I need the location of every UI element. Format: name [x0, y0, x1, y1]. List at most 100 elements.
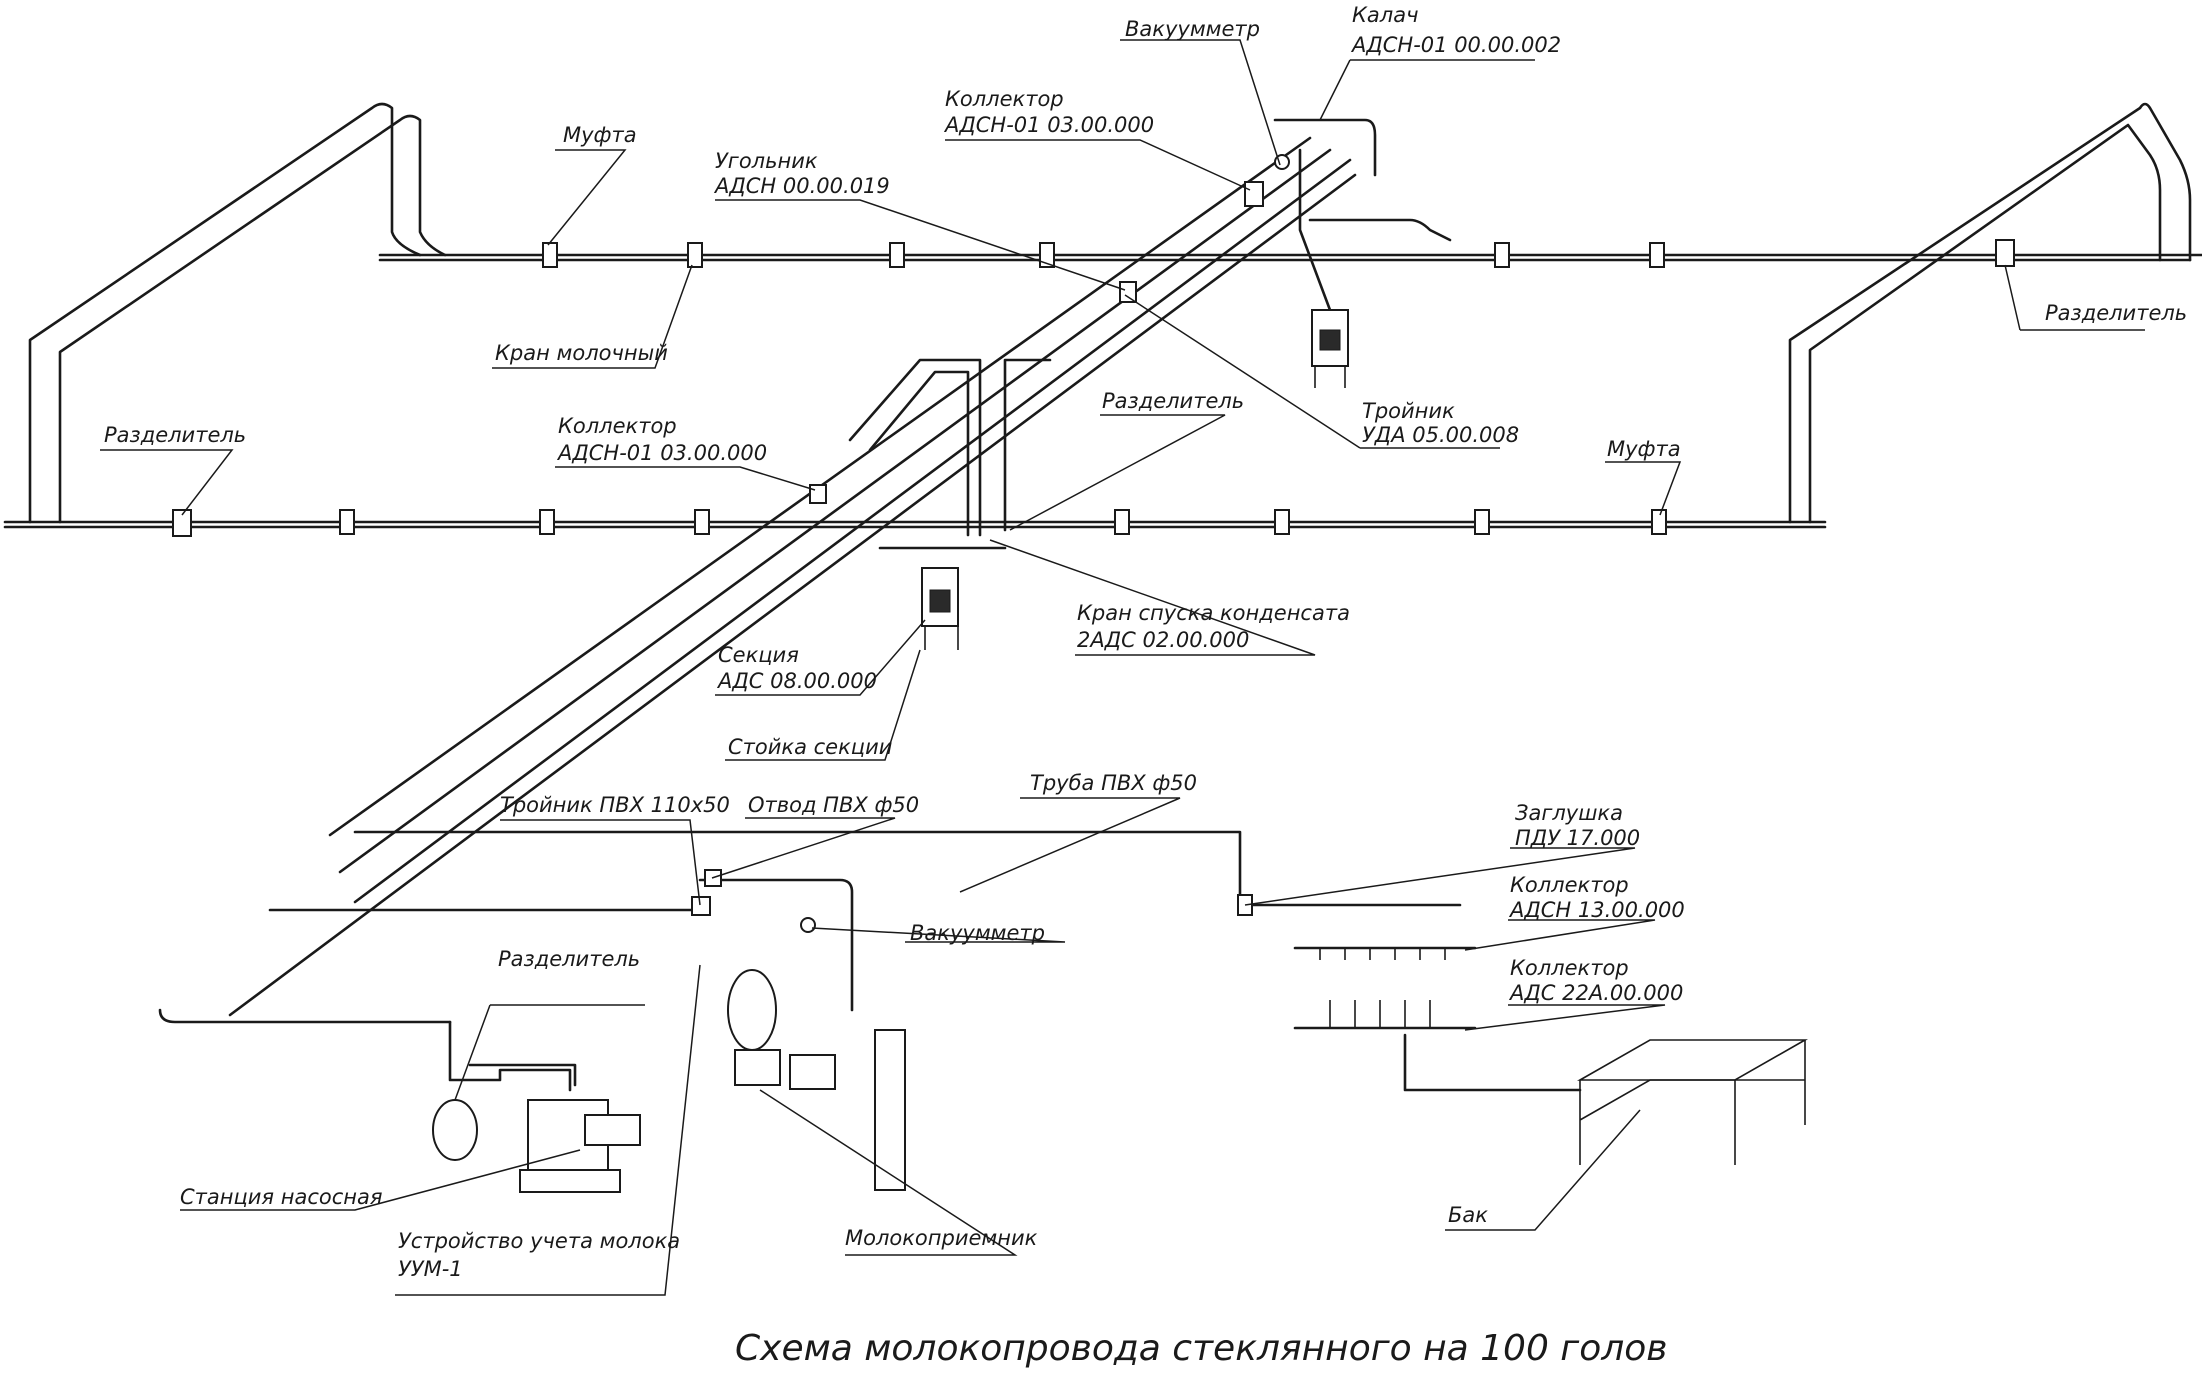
- leader-sekciya: [715, 619, 926, 696]
- vacuum-regulator-column: [874, 1029, 906, 1191]
- label-collector-b2-code: АДС 22А.00.000: [1508, 981, 1683, 1005]
- upper-section-riser: [1298, 148, 1332, 312]
- diagonal-pipe-4: [228, 173, 1357, 1017]
- leader-mufta-top: [547, 149, 627, 246]
- left-loop-outer: [28, 102, 422, 524]
- leader-ugolnik: [715, 199, 1126, 291]
- label-ustroystvo: Устройство учета молока: [398, 1229, 680, 1253]
- collector-mid-fitting: [809, 484, 827, 504]
- pvc-tee-fitting: [691, 896, 711, 916]
- label-kalach-code: АДСН-01 00.00.002: [1350, 33, 1561, 57]
- leader-collector-b2: [1464, 1004, 1666, 1031]
- leader-razdelitel-mid: [1009, 414, 1226, 531]
- left-loop-inner: [58, 114, 447, 524]
- diagonal-pipe-2: [338, 148, 1332, 874]
- tank: [1576, 1039, 1809, 1165]
- leader-mufta-right: [1605, 461, 1682, 516]
- label-kran-spuska-code: 2АДС 02.00.000: [1077, 628, 1249, 652]
- upper-section-header: [1308, 218, 1452, 242]
- leader-kalach: [1319, 59, 1535, 121]
- label-collector-b1: Коллектор: [1510, 873, 1629, 897]
- vacuum-gauge-bottom: [800, 917, 816, 933]
- tank-feed-pipe: [1403, 1033, 1582, 1092]
- label-kran-spuska: Кран спуска конденсата: [1077, 601, 1350, 625]
- section-stand: [924, 626, 959, 650]
- tank-frame: [1579, 1040, 1806, 1165]
- labels: Вакуумметр Калач АДСН-01 00.00.002 Колле…: [104, 3, 2187, 1281]
- label-razdelitel-bottom: Разделитель: [498, 947, 640, 971]
- leader-kran-molochny: [492, 264, 693, 369]
- label-truba-pvh: Труба ПВХ ф50: [1030, 771, 1197, 795]
- label-collector-mid: Коллектор: [558, 414, 677, 438]
- label-ustroystvo-code: УУМ-1: [398, 1257, 463, 1281]
- pvc-elbow-line: [698, 878, 854, 1012]
- leader-molokopriemnik: [759, 1089, 1018, 1256]
- mufta-fitting-right: [1651, 509, 1667, 535]
- label-bak: Бак: [1448, 1203, 1488, 1227]
- label-kran-molochny: Кран молочный: [495, 341, 668, 365]
- lower-valve-fitting-2: [539, 509, 555, 535]
- milk-meter-base: [519, 1169, 621, 1193]
- lower-valve-fitting-5: [1274, 509, 1290, 535]
- label-sekciya-code: АДС 08.00.000: [716, 669, 877, 693]
- label-razdelitel-mid: Разделитель: [1102, 389, 1244, 413]
- label-collector-top: Коллектор: [945, 87, 1064, 111]
- collector-top-fitting: [1244, 181, 1264, 207]
- leader-razdelitel-right: [2004, 264, 2145, 331]
- label-zaglushka-code: ПДУ 17.000: [1515, 826, 1640, 850]
- leader-stoyka: [725, 649, 921, 761]
- label-mufta-right: Муфта: [1607, 437, 1681, 461]
- diagonal-pipe-3: [353, 158, 1352, 904]
- lower-valve-fitting-1: [339, 509, 355, 535]
- label-razdelitel-right: Разделитель: [2045, 301, 2187, 325]
- leader-truba-pvh: [959, 797, 1181, 893]
- label-stoyka: Стойка секции: [728, 735, 892, 759]
- leader-troynik-pvh: [500, 819, 701, 906]
- pump-station-piping-2: [468, 1063, 577, 1087]
- label-ugolnik-code: АДСН 00.00.019: [713, 174, 890, 198]
- leader-ustroystvo: [395, 964, 701, 1296]
- label-stanciya: Станция насосная: [180, 1185, 383, 1209]
- right-loop-outer: [1788, 102, 2192, 524]
- milk-valve-fitting-2: [889, 242, 905, 268]
- leader-stanciya: [180, 1149, 581, 1211]
- separator-fitting-left: [172, 509, 192, 537]
- leader-bak: [1445, 1109, 1641, 1231]
- kalach-loop: [1273, 118, 1377, 177]
- pump-station: [432, 1099, 641, 1193]
- label-zaglushka: Заглушка: [1515, 801, 1623, 825]
- leader-collector-b1: [1464, 919, 1656, 951]
- leader-kran-spuska: [989, 539, 1316, 656]
- leader-otvod-pvh: [711, 817, 896, 879]
- milk-valve-fitting-4: [1494, 242, 1510, 268]
- leader-troynik: [1124, 294, 1500, 449]
- pipeline-network: [3, 102, 2202, 1092]
- ugolnik-fitting: [1119, 281, 1137, 303]
- label-vacuummeter-bottom: Вакуумметр: [910, 921, 1045, 945]
- upper-section-window: [1319, 329, 1341, 351]
- leader-vacuummeter-bottom: [811, 927, 1066, 943]
- milk-receiver: [727, 917, 906, 1191]
- label-collector-b2: Коллектор: [1510, 956, 1629, 980]
- separator-fitting-right: [1995, 239, 2015, 267]
- right-loop-inner: [1808, 123, 2162, 524]
- label-collector-b1-code: АДСН 13.00.000: [1508, 898, 1685, 922]
- leader-collector-top: [945, 139, 1251, 191]
- upper-section-unit: [1311, 309, 1349, 388]
- pvc-pipe-50: [353, 830, 1462, 907]
- tank-top: [1576, 1039, 1809, 1081]
- milk-valve-fitting-1: [687, 242, 703, 268]
- leader-razdelitel-left: [100, 449, 234, 516]
- receiver-pump: [789, 1054, 836, 1090]
- leader-collector-mid: [555, 466, 816, 491]
- label-otvod-pvh: Отвод ПВХ ф50: [748, 793, 919, 817]
- leader-vacuummeter-top: [1120, 39, 1281, 166]
- label-kalach: Калач: [1352, 3, 1418, 27]
- mufta-fitting-top: [542, 242, 558, 268]
- collector-13-unit: [1319, 948, 1446, 960]
- section-box-window: [929, 589, 951, 613]
- section-riser-2: [868, 370, 970, 537]
- pump-separator: [432, 1099, 478, 1161]
- receiver-vessel: [727, 969, 777, 1051]
